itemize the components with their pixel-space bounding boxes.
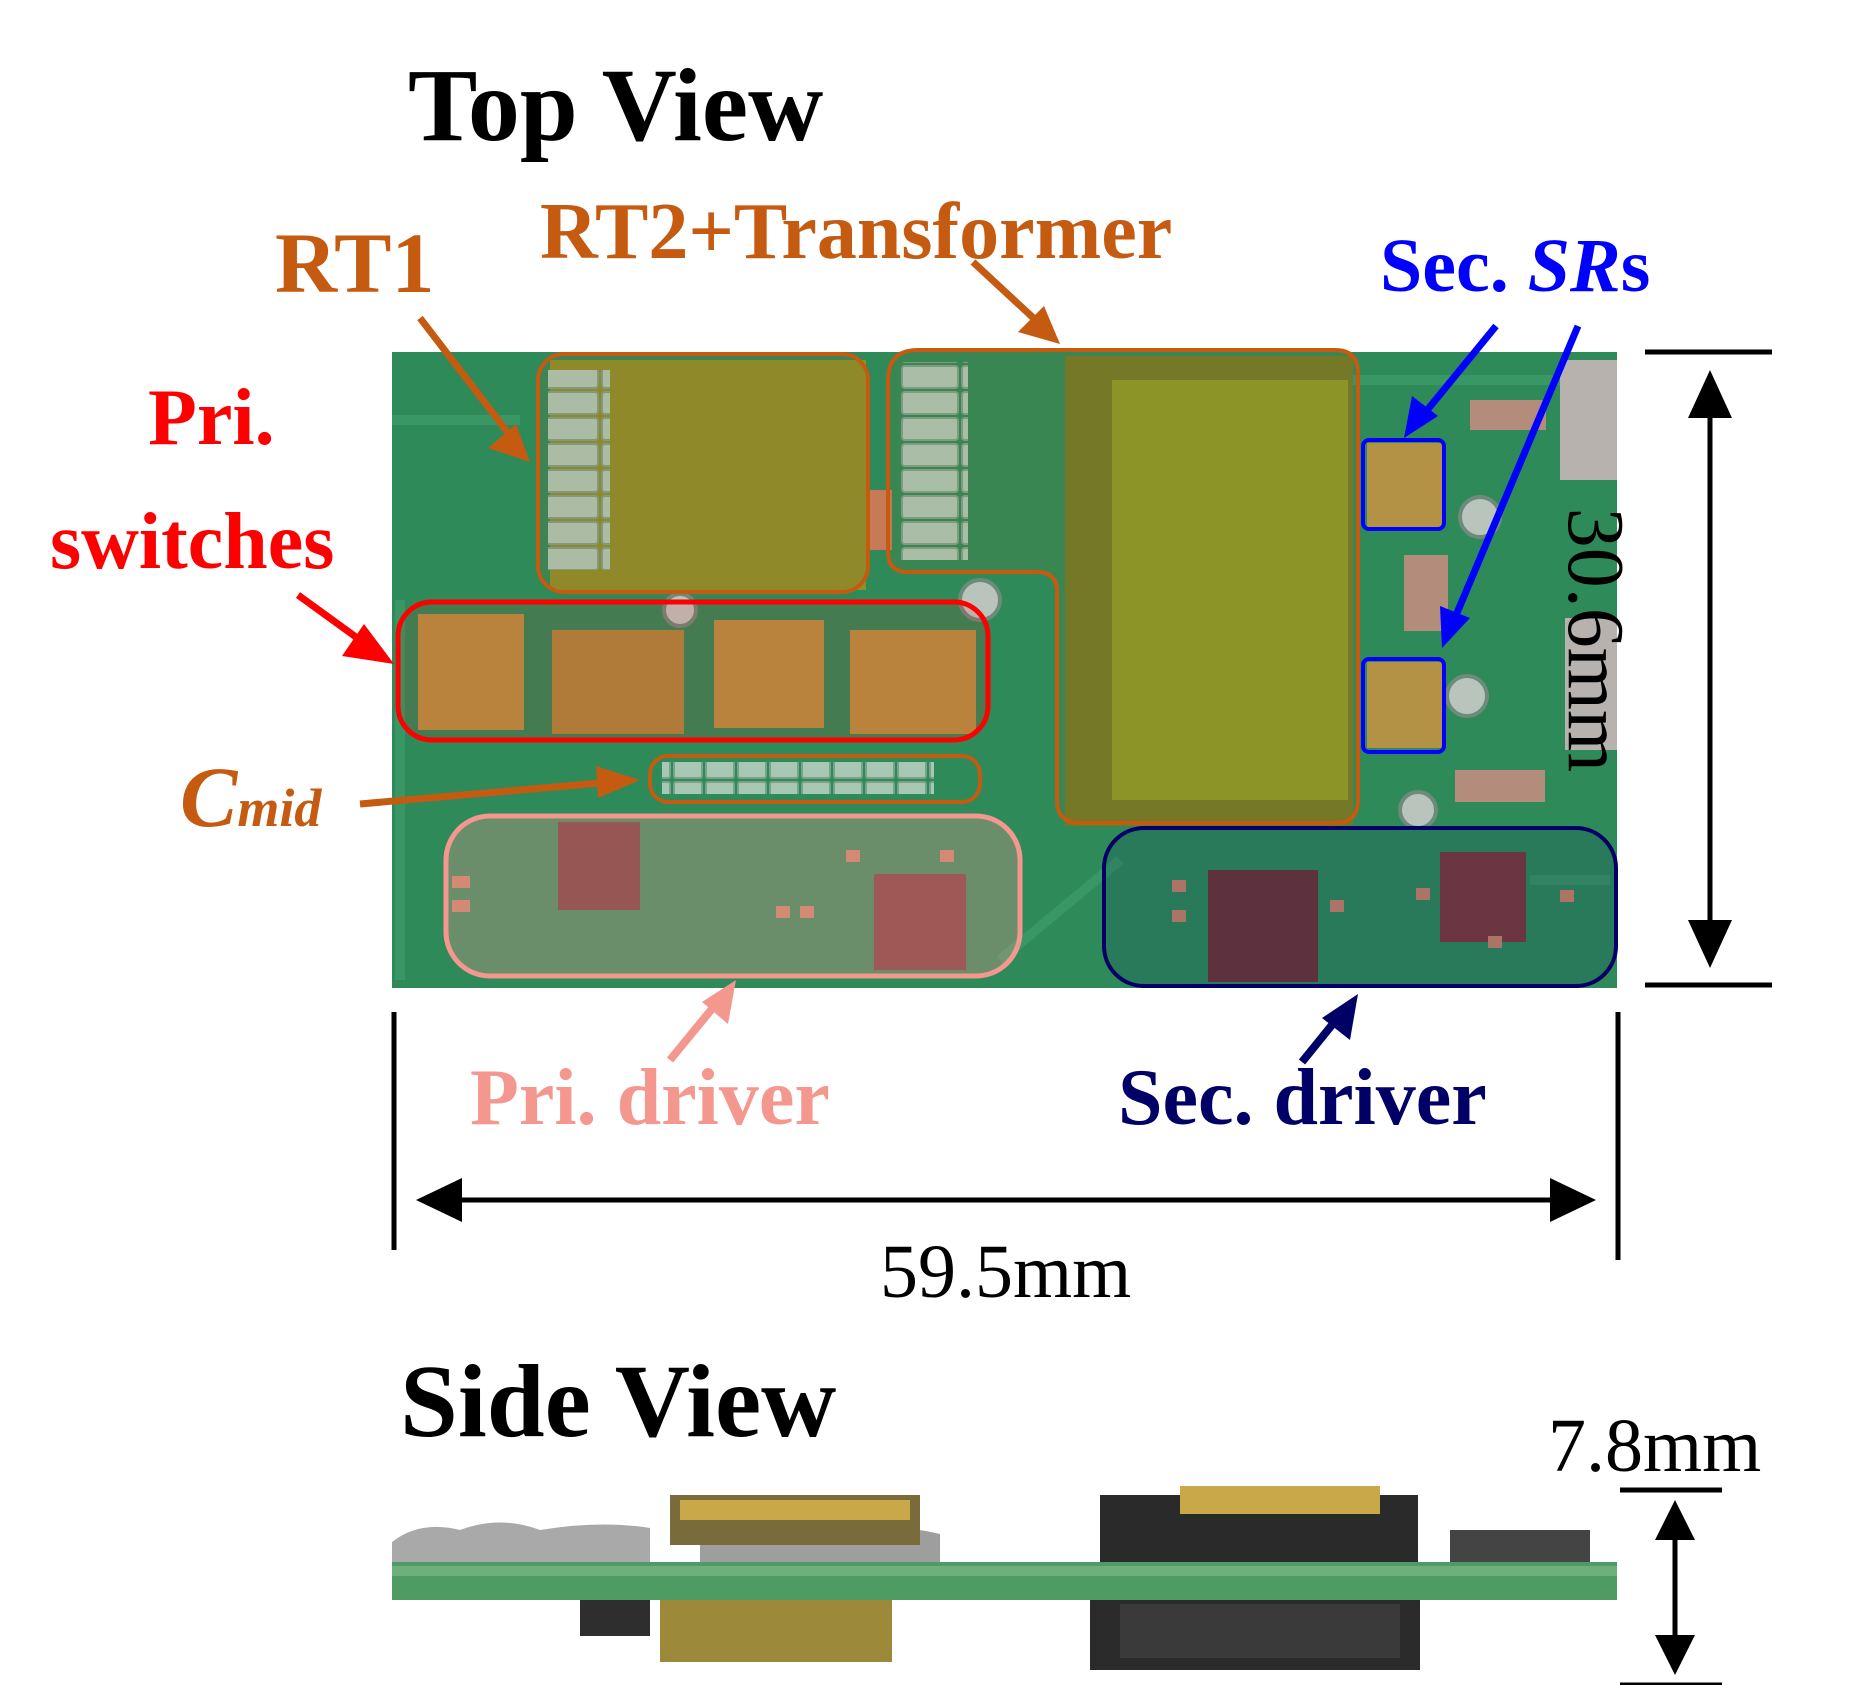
cmid-label: Cmid <box>180 754 321 840</box>
pri-driver-region <box>443 813 1023 979</box>
sec-srs-label: Sec. SRs <box>1380 228 1650 304</box>
sec-sr-region-upper <box>1361 438 1446 531</box>
sec-sr-region-lower <box>1361 657 1446 754</box>
sec-srs-italic: SR <box>1527 224 1621 308</box>
width-dimension-label: 59.5mm <box>880 1230 1132 1314</box>
top-view-title: Top View <box>408 48 824 163</box>
rt1-region <box>536 352 870 594</box>
dimension-thickness <box>1620 1487 1722 1685</box>
top-view-board <box>392 352 1617 988</box>
side-view-board <box>392 1486 1617 1670</box>
sec-driver-label: Sec. driver <box>1118 1054 1487 1142</box>
cmid-sub: mid <box>237 778 322 838</box>
pri-switches-label-line2: switches <box>50 498 335 586</box>
output-pad <box>1565 618 1617 750</box>
sec-driver-region <box>1102 826 1618 988</box>
rt2-transformer-label: RT2+Transformer <box>540 188 1173 276</box>
annotation-arrows <box>295 259 1582 1065</box>
side-view-title: Side View <box>400 1344 837 1459</box>
cmid-main: C <box>180 749 238 845</box>
cmid-region <box>648 754 982 804</box>
height-dimension-label: 30.6mm <box>1551 507 1639 773</box>
dimension-height <box>1645 349 1772 988</box>
rt2-transformer-region <box>886 348 1360 825</box>
sec-srs-suffix: s <box>1620 224 1651 308</box>
thickness-dimension-label: 7.8mm <box>1548 1404 1762 1488</box>
pri-switches-region <box>395 599 991 743</box>
sec-srs-prefix: Sec. <box>1380 224 1528 308</box>
pri-driver-label: Pri. driver <box>470 1054 830 1142</box>
rt1-label: RT1 <box>275 215 435 311</box>
pri-switches-label-line1: Pri. <box>148 374 275 462</box>
dimension-width <box>391 1012 1621 1260</box>
output-pad <box>1560 360 1617 480</box>
